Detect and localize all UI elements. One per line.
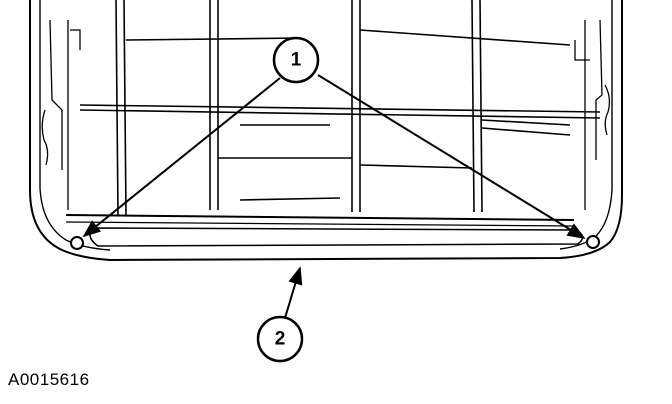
callout-1-label: 1: [291, 50, 302, 71]
left-side-detail: [41, 19, 81, 210]
figure-reference-code: A0015616: [8, 370, 90, 389]
callout-1: 1: [272, 36, 320, 84]
interior-grid: [79, 0, 601, 216]
callout-2-leader: [284, 266, 303, 319]
callout-2: 2: [256, 315, 304, 363]
fastener-left: [70, 236, 84, 250]
lower-panel: [65, 214, 584, 247]
callout-1-leaders: [82, 74, 586, 239]
fastener-right: [586, 235, 600, 249]
callout-2-label: 2: [275, 329, 286, 350]
housing-outline: [29, 0, 623, 261]
right-side-detail: [574, 19, 611, 210]
